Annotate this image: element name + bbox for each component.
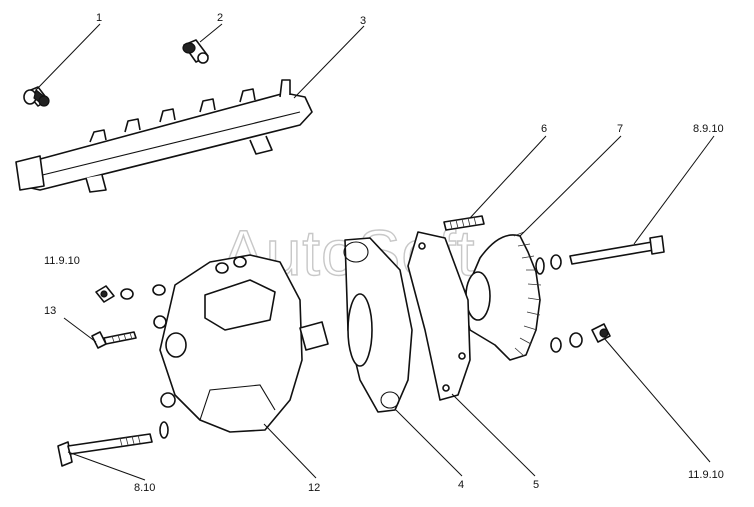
bolt-8-9-10-top xyxy=(535,235,665,275)
leader-3 xyxy=(293,25,365,99)
callout-7: 7 xyxy=(617,123,623,135)
callout-6: 6 xyxy=(541,123,547,135)
part-4-flange xyxy=(343,237,413,413)
leader-8-9-10 xyxy=(633,135,715,245)
leader-2 xyxy=(199,23,223,43)
part-12-pump xyxy=(153,254,329,433)
callout-11-9-10-left: 11.9.10 xyxy=(44,255,80,267)
part-13-bolt xyxy=(91,331,137,349)
bolt-8-10-bottom xyxy=(57,421,169,467)
part-7-gear xyxy=(461,231,542,361)
callout-13: 13 xyxy=(44,305,56,317)
leader-12 xyxy=(263,423,317,479)
callout-8-9-10: 8.9.10 xyxy=(693,123,724,135)
nut-11-9-10-right xyxy=(550,323,611,353)
leader-8-10 xyxy=(67,451,146,481)
part-6-stud xyxy=(443,215,485,231)
leader-4 xyxy=(395,409,463,477)
leader-7 xyxy=(519,135,622,237)
leader-6 xyxy=(469,135,547,219)
callout-5: 5 xyxy=(533,479,539,491)
leader-5 xyxy=(451,393,536,477)
callout-11-9-10-right: 11.9.10 xyxy=(688,469,724,481)
part-3-fuel-rail xyxy=(15,79,313,193)
callout-1: 1 xyxy=(96,12,102,24)
part-5-gasket xyxy=(407,231,471,401)
leader-13 xyxy=(63,317,97,343)
callout-12: 12 xyxy=(308,482,320,494)
seal-rings-left xyxy=(120,284,166,300)
callout-4: 4 xyxy=(458,479,464,491)
part-1-cap xyxy=(23,86,50,107)
leader-11-9-10-right xyxy=(603,337,711,463)
leader-1 xyxy=(35,23,101,91)
callout-2: 2 xyxy=(217,12,223,24)
part-2-cap xyxy=(182,39,209,64)
callout-3: 3 xyxy=(360,15,366,27)
callout-8-10: 8.10 xyxy=(134,482,155,494)
nut-11-9-10-left xyxy=(95,285,115,303)
